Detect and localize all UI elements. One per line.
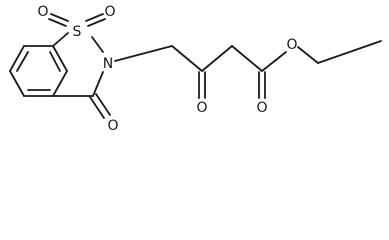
bond-benzene-c6-c1	[9, 70, 25, 97]
bond-o-ethyl-ch2	[297, 46, 319, 64]
bond-c3-o-b	[95, 93, 111, 116]
atom-oxygen-ester-carbonyl: O	[256, 100, 267, 116]
bond-benzene-c1-c2	[9, 45, 25, 72]
atom-oxygen-ketone: O	[196, 100, 207, 116]
bond-ch2-c-ester	[231, 45, 263, 72]
atom-oxygen-sulfonyl-left: O	[37, 4, 48, 20]
bond-s-o-left-a	[48, 18, 67, 27]
bond-s-o-left-b	[50, 13, 69, 22]
bonds	[9, 13, 382, 119]
bond-n-ch2	[114, 45, 173, 62]
bond-benzene-c3-c4	[52, 45, 68, 72]
bond-s-o-right-a	[87, 18, 106, 27]
atom-labels: S N O O O O O O	[37, 4, 297, 134]
bond-benzene-c4-c5	[52, 70, 68, 97]
bond-c3-o-a	[89, 96, 105, 119]
bond-ester-c-o-ether	[261, 51, 287, 72]
atom-nitrogen: N	[103, 56, 113, 72]
bond-c3a-s	[52, 32, 69, 47]
bond-ethyl-ch2-ch3	[317, 40, 382, 64]
bond-s-n	[91, 36, 104, 53]
bond-n-c3	[92, 71, 104, 97]
bond-c-keto-ch2	[201, 45, 233, 72]
atom-sulfur: S	[73, 24, 82, 40]
atom-oxygen-sulfonyl-right: O	[104, 4, 115, 20]
bond-benzene-inner-2	[49, 51, 61, 72]
bond-benzene-inner-1	[16, 51, 29, 72]
atom-oxygen-lactam: O	[107, 118, 118, 134]
chemical-structure-diagram: S N O O O O O O	[9, 4, 382, 134]
atom-oxygen-ester-ether: O	[286, 37, 297, 53]
bond-ch2-c-keto	[171, 45, 203, 72]
bond-s-o-right-b	[85, 13, 104, 22]
